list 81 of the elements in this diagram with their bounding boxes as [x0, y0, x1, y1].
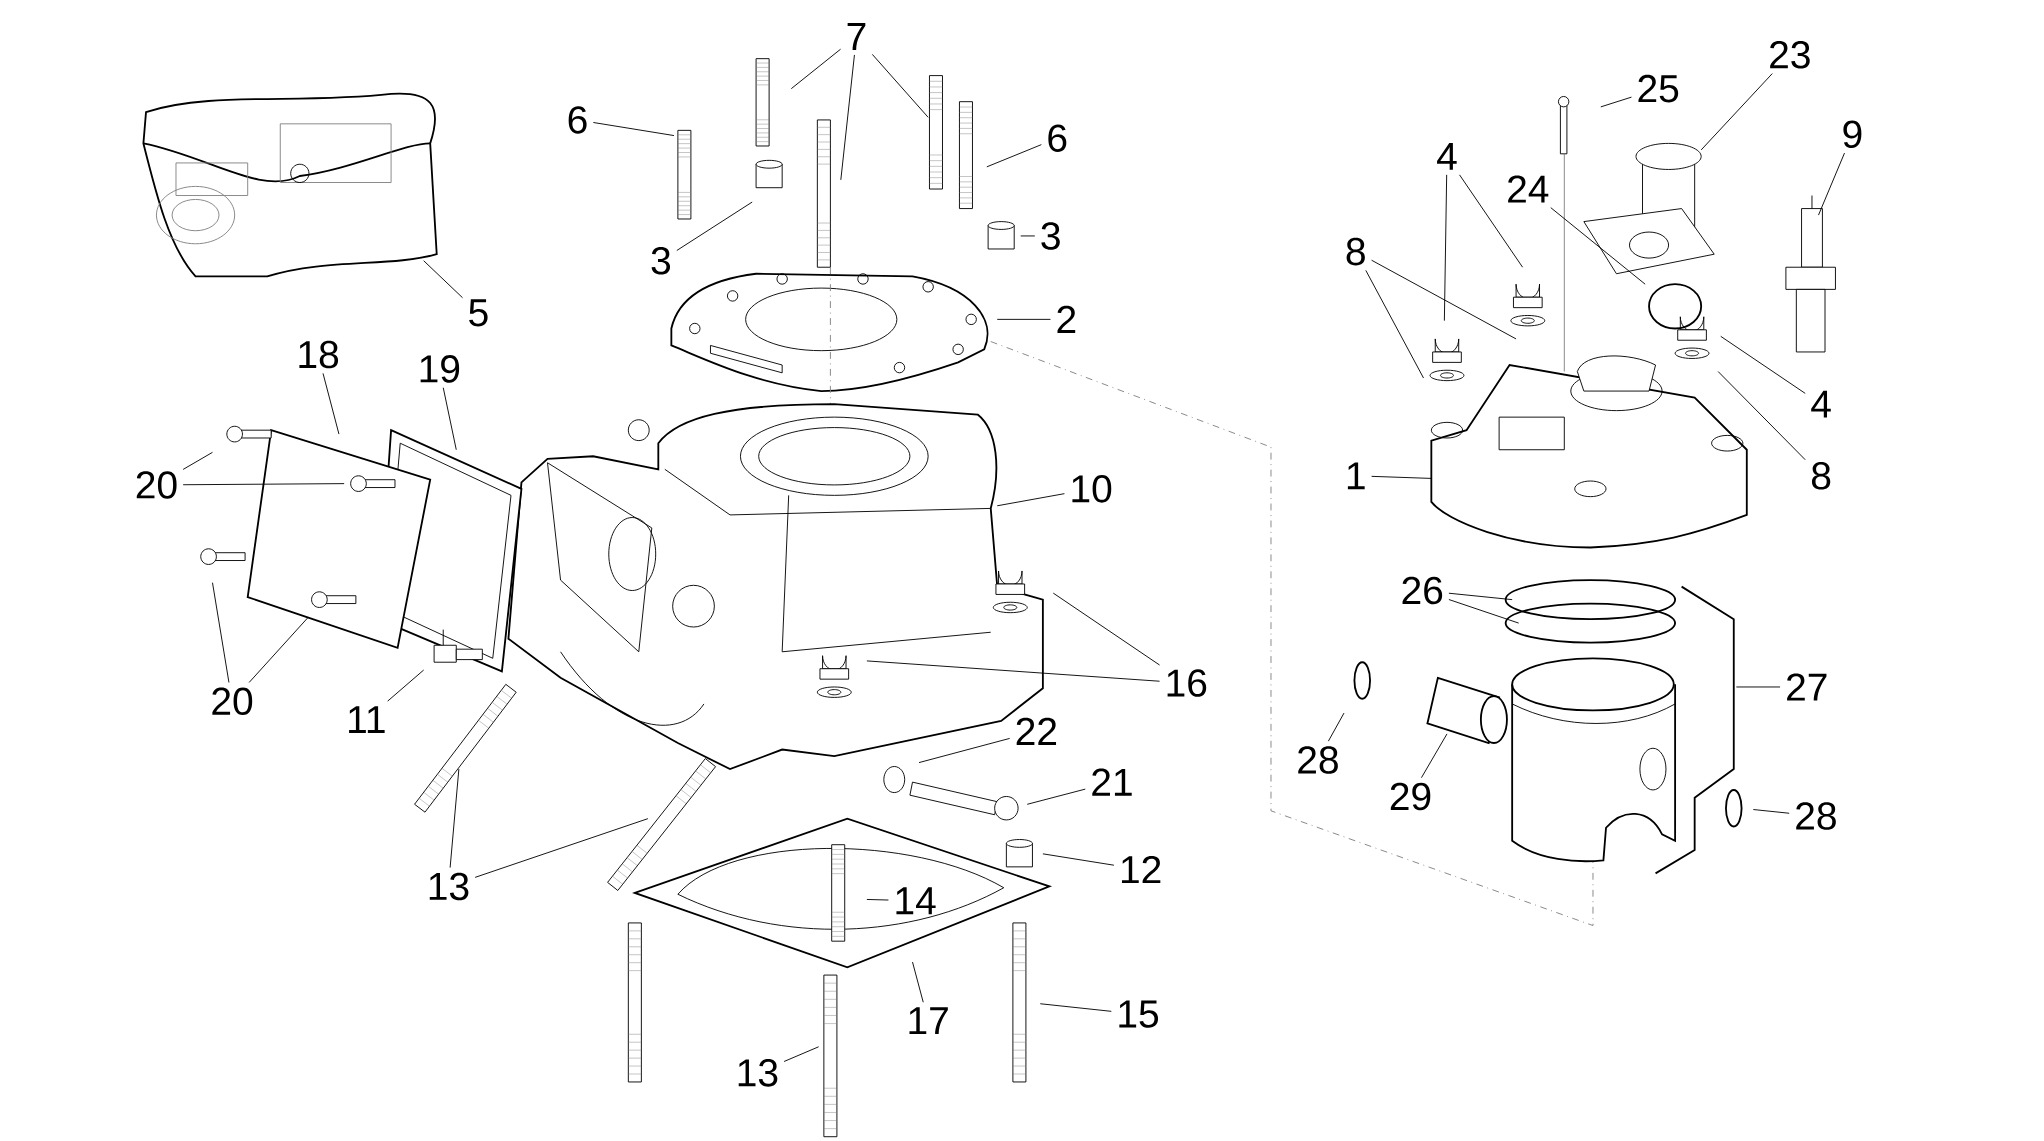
leader-line	[871, 54, 929, 118]
leader-line	[1720, 336, 1806, 395]
leader-line	[1443, 174, 1448, 322]
callout-number: 25	[1638, 75, 1679, 103]
leader-line	[866, 899, 889, 901]
leader-line	[1042, 853, 1115, 866]
leader-line	[1717, 371, 1806, 461]
callout-number: 1	[1347, 462, 1365, 490]
leader-line	[986, 144, 1042, 168]
leader-line	[783, 1046, 820, 1063]
leader-line	[1039, 1003, 1112, 1012]
callout-number: 8	[1811, 462, 1831, 490]
callout-number: 3	[651, 247, 671, 275]
callout-number: 13	[738, 1059, 778, 1087]
leader-line	[1365, 270, 1424, 379]
leader-line	[212, 582, 230, 684]
callout-number: 27	[1787, 673, 1827, 701]
leader-line	[474, 818, 649, 878]
leader-line	[182, 452, 213, 471]
callout-number: 17	[909, 1007, 948, 1035]
leader-line	[1600, 96, 1632, 108]
callout-number: 5	[469, 299, 488, 327]
callout-number: 19	[420, 355, 460, 383]
leader-line	[1026, 788, 1086, 805]
leader-line	[1752, 809, 1790, 814]
callout-number: 24	[1508, 175, 1549, 203]
leader-line	[1700, 73, 1773, 151]
callout-number: 14	[896, 887, 936, 915]
leader-line	[423, 260, 463, 299]
leader-line	[866, 660, 1161, 682]
leader-line	[1550, 207, 1646, 285]
callout-number: 28	[1298, 746, 1338, 774]
callout-number: 21	[1092, 768, 1132, 796]
leader-line	[676, 201, 753, 252]
callout-number: 15	[1119, 1000, 1159, 1028]
leader-line	[1818, 152, 1845, 216]
leader-line	[1448, 599, 1520, 624]
leader-line	[1448, 592, 1513, 601]
callout-number: 26	[1402, 576, 1443, 605]
leader-line	[912, 961, 924, 1003]
leader-line	[1020, 235, 1036, 237]
leader-line	[918, 738, 1011, 764]
leader-line	[442, 387, 457, 451]
callout-number: 11	[349, 706, 385, 734]
leader-line	[840, 54, 855, 181]
callout-number: 23	[1770, 41, 1810, 69]
leader-line	[1459, 174, 1524, 268]
leader-line	[387, 669, 425, 702]
leader-line	[1052, 592, 1161, 666]
callout-number: 29	[1390, 782, 1431, 811]
leader-line	[592, 122, 675, 137]
callout-number: 18	[299, 340, 339, 369]
leader-line	[996, 319, 1051, 320]
leader-line	[1371, 476, 1432, 480]
callout-number: 6	[1048, 124, 1067, 153]
callout-number: 4	[1437, 143, 1457, 170]
leader-line	[1421, 733, 1448, 779]
callout-number: 9	[1843, 120, 1862, 149]
callout-number: 20	[136, 471, 177, 499]
callout-number: 20	[212, 687, 253, 716]
callout-number: 7	[847, 23, 866, 51]
leader-line	[182, 483, 345, 486]
callout-number: 3	[1041, 222, 1060, 250]
callout-number: 13	[429, 872, 469, 901]
leader-line	[248, 617, 309, 684]
leader-line	[1371, 259, 1517, 340]
leader-line	[996, 493, 1065, 507]
callout-number: 22	[1016, 717, 1057, 746]
callout-number: 12	[1121, 856, 1161, 884]
leader-line	[1327, 712, 1345, 742]
callout-number: 4	[1811, 390, 1831, 418]
callout-number: 10	[1072, 475, 1112, 503]
callout-number: 16	[1167, 669, 1207, 698]
leader-line	[1735, 686, 1781, 688]
leader-line	[322, 373, 340, 435]
leader-line	[449, 768, 460, 869]
callout-number: 8	[1346, 238, 1365, 266]
callout-number: 28	[1796, 802, 1836, 830]
callout-number: 2	[1057, 305, 1076, 334]
callout-number: 6	[568, 106, 587, 134]
leader-line	[790, 48, 842, 90]
